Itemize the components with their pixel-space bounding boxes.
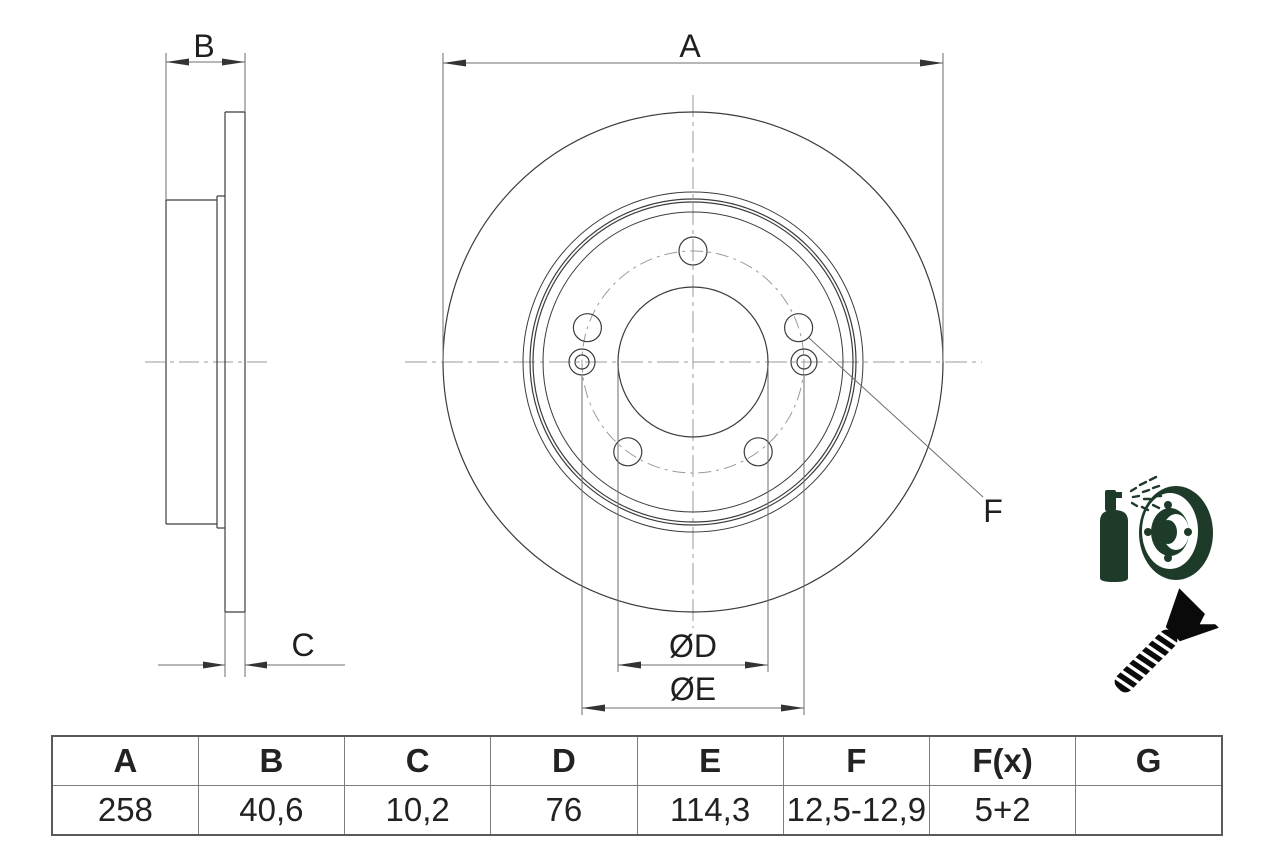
icon-screw-head	[1165, 588, 1219, 642]
spec-table-header-4: E	[636, 735, 784, 786]
spec-table-value-6: 5+2	[928, 785, 1077, 836]
spec-table-value-0: 258	[51, 785, 199, 836]
countersunk-screw-icon	[1111, 588, 1219, 693]
spec-table-value-3: 76	[490, 785, 638, 836]
spec-table-value-4: 114,3	[636, 785, 784, 836]
spec-table-header-6: F(x)	[928, 735, 1077, 786]
icon-disc-bolt-hole-bottom	[1164, 554, 1172, 562]
dimension-D: ØD	[617, 366, 769, 672]
hub-face-circle	[542, 211, 844, 513]
a-arrow-left-icon	[443, 59, 466, 67]
hat-ring-inner-circle	[532, 201, 854, 523]
fixing-hole-left	[568, 348, 596, 376]
spec-table-value-row: 258 40,6 10,2 76 114,3 12,5-12,9 5+2	[51, 785, 1223, 836]
fixing-hole-right	[790, 348, 818, 376]
dimension-F: F	[808, 337, 1003, 529]
dimension-A: A	[442, 28, 944, 362]
icon-can-cap	[1105, 490, 1116, 511]
f-leader-line	[808, 337, 984, 498]
d-arrow-left-icon	[618, 661, 641, 669]
bolt-hole-upper-left	[572, 313, 603, 343]
label-C: C	[291, 627, 314, 663]
spec-table-value-1: 40,6	[197, 785, 346, 836]
label-OE: ØE	[670, 671, 716, 707]
section-view: B C	[145, 28, 345, 677]
spec-table-header-5: F	[782, 735, 931, 786]
spec-table-header-2: C	[343, 735, 492, 786]
spec-table-header-row: A B C D E F F(x) G	[51, 735, 1223, 786]
c-arrow-right-icon	[245, 661, 267, 669]
label-F: F	[983, 493, 1003, 529]
c-arrow-left-icon	[203, 661, 225, 669]
e-arrow-right-icon	[781, 704, 804, 712]
b-arrow-left-icon	[166, 58, 189, 66]
label-OD: ØD	[669, 628, 717, 664]
icon-spray-dashes	[1129, 475, 1163, 512]
b-arrow-right-icon	[222, 58, 245, 66]
spray-can-coating-icon	[1100, 475, 1213, 582]
bolt-circle-centerline	[581, 250, 805, 474]
dimension-B: B	[165, 28, 246, 200]
e-arrow-left-icon	[582, 704, 605, 712]
a-arrow-right-icon	[920, 59, 943, 67]
icon-screw-threads	[1111, 629, 1181, 693]
front-view: A ØD ØE F	[405, 28, 1003, 715]
icon-can-nozzle	[1116, 492, 1122, 498]
spec-table-value-7	[1075, 785, 1223, 836]
hub-transition-outer-circle	[522, 191, 864, 533]
icon-disc-bolt-hole-left	[1144, 528, 1152, 536]
icon-disc-bolt-hole-right	[1184, 528, 1192, 536]
spec-table-header-0: A	[51, 735, 199, 786]
label-B: B	[193, 28, 214, 64]
dimension-E: ØE	[581, 376, 805, 715]
d-arrow-right-icon	[745, 661, 768, 669]
spec-table-value-5: 12,5-12,9	[782, 785, 931, 836]
spec-table-value-2: 10,2	[343, 785, 492, 836]
icon-disc-bore	[1159, 520, 1177, 544]
dimension-C: C	[158, 612, 345, 677]
icon-disc-bolt-hole-top	[1164, 501, 1172, 509]
bolt-hole-lower-right	[743, 437, 773, 467]
spec-table-header-7: G	[1075, 735, 1223, 786]
spec-table: A B C D E F F(x) G 258 40,6 10,2 76 114,…	[51, 735, 1223, 836]
hat-ring-outer-circle	[529, 198, 857, 526]
spec-table-header-3: D	[490, 735, 638, 786]
label-A: A	[679, 28, 701, 64]
center-bore-circle	[617, 286, 769, 438]
icon-screw-shaft	[1114, 629, 1178, 693]
bolt-hole-top	[678, 236, 708, 266]
bolt-hole-lower-left	[613, 437, 643, 467]
bolt-hole-upper-right	[783, 313, 814, 343]
spec-table-header-1: B	[197, 735, 346, 786]
icon-can-body	[1100, 510, 1128, 582]
